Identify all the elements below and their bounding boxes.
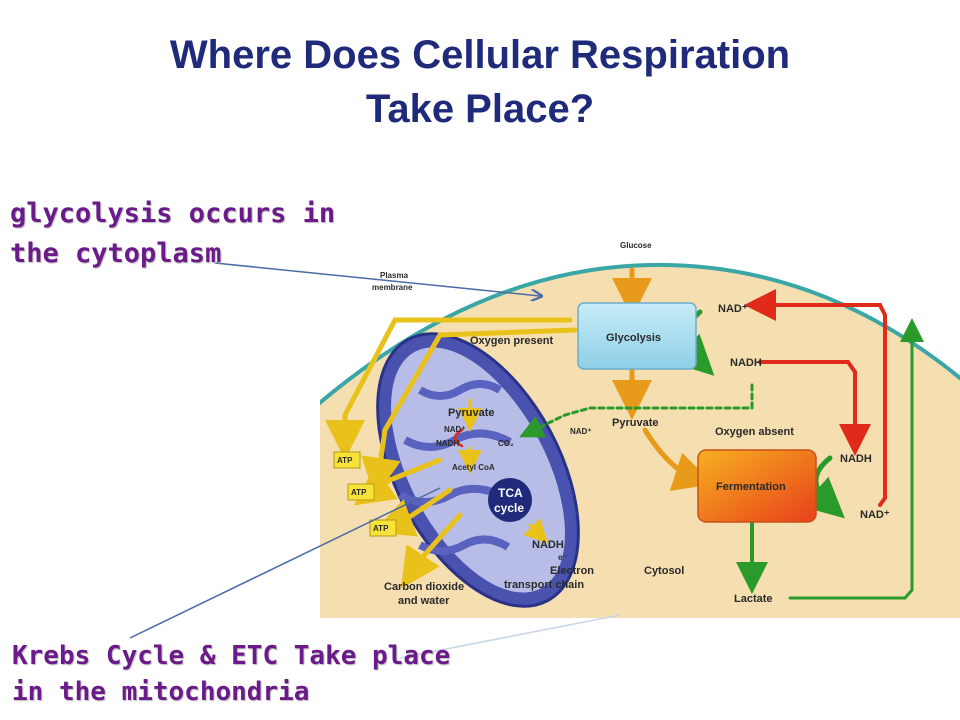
atp-label-1: ATP bbox=[337, 456, 353, 465]
cytosol-label: Cytosol bbox=[644, 565, 684, 577]
oxygen-absent-label: Oxygen absent bbox=[715, 426, 794, 438]
flow-arrows-red bbox=[453, 289, 887, 507]
pyruvate-mito-label: Pyruvate bbox=[448, 407, 494, 419]
slide-title: Where Does Cellular Respiration Take Pla… bbox=[0, 28, 960, 136]
glycolysis-label: Glycolysis bbox=[606, 332, 661, 344]
co2-water-label-1: Carbon dioxide bbox=[384, 581, 464, 593]
nadh-right-label: NADH bbox=[840, 453, 872, 465]
pointer-line-cytoplasm bbox=[214, 262, 540, 296]
callout-krebs-line-2: in the mitochondria bbox=[12, 677, 310, 707]
glucose-label: Glucose bbox=[620, 241, 652, 250]
tca-label-2: cycle bbox=[494, 501, 524, 515]
title-line-1: Where Does Cellular Respiration bbox=[169, 33, 791, 77]
etc-label-1: Electron bbox=[550, 565, 594, 577]
nad-plus-mito-label: NAD⁺ bbox=[444, 425, 466, 434]
callout-glycolysis-line-1: glycolysis occurs in bbox=[10, 198, 336, 229]
tca-cycle-circle bbox=[488, 478, 532, 522]
atp-box-1 bbox=[333, 451, 361, 469]
nad-plus-right-label: NAD⁺ bbox=[860, 509, 890, 521]
atp-label-2: ATP bbox=[351, 488, 367, 497]
callout-glycolysis-line-2: the cytoplasm bbox=[10, 238, 222, 269]
callout-glycolysis: glycolysis occurs in the cytoplasm bbox=[10, 194, 335, 274]
pointer-line-mitochondria bbox=[129, 487, 441, 639]
fermentation-box bbox=[697, 449, 817, 523]
callout-krebs-line-1: Krebs Cycle & ETC Take place bbox=[12, 641, 451, 671]
nadh-etc-label: NADH bbox=[532, 539, 564, 551]
nad-plus-mid-label: NAD⁺ bbox=[570, 427, 592, 436]
pyruvate-cyto-label: Pyruvate bbox=[612, 417, 658, 429]
fermentation-label: Fermentation bbox=[716, 481, 786, 493]
co2-label: CO₂ bbox=[498, 439, 514, 448]
lactate-label: Lactate bbox=[734, 593, 773, 605]
title-line-2: Take Place? bbox=[365, 87, 595, 131]
plasma-membrane-label-2: membrane bbox=[372, 283, 413, 292]
nadh-mito-label: NADH bbox=[436, 439, 459, 448]
atp-box-2 bbox=[347, 483, 375, 501]
plasma-membrane-label-1: Plasma bbox=[380, 271, 409, 280]
atp-label-3: ATP bbox=[373, 524, 389, 533]
e-minus-label: e⁻ bbox=[558, 553, 567, 562]
atp-box-3 bbox=[369, 519, 397, 537]
tca-label-1: TCA bbox=[498, 486, 523, 500]
glycolysis-box bbox=[577, 302, 697, 370]
co2-water-label-2: and water bbox=[398, 595, 450, 607]
pointer-line-faint bbox=[399, 614, 621, 659]
oxygen-present-label: Oxygen present bbox=[470, 335, 553, 347]
nad-plus-top-label: NAD⁺ bbox=[718, 303, 748, 315]
nadh-top-label: NADH bbox=[730, 357, 762, 369]
acetyl-coa-label: Acetyl CoA bbox=[452, 463, 495, 472]
callout-krebs-etc: Krebs Cycle & ETC Take place in the mito… bbox=[12, 638, 450, 710]
etc-label-2: transport chain bbox=[504, 579, 584, 591]
